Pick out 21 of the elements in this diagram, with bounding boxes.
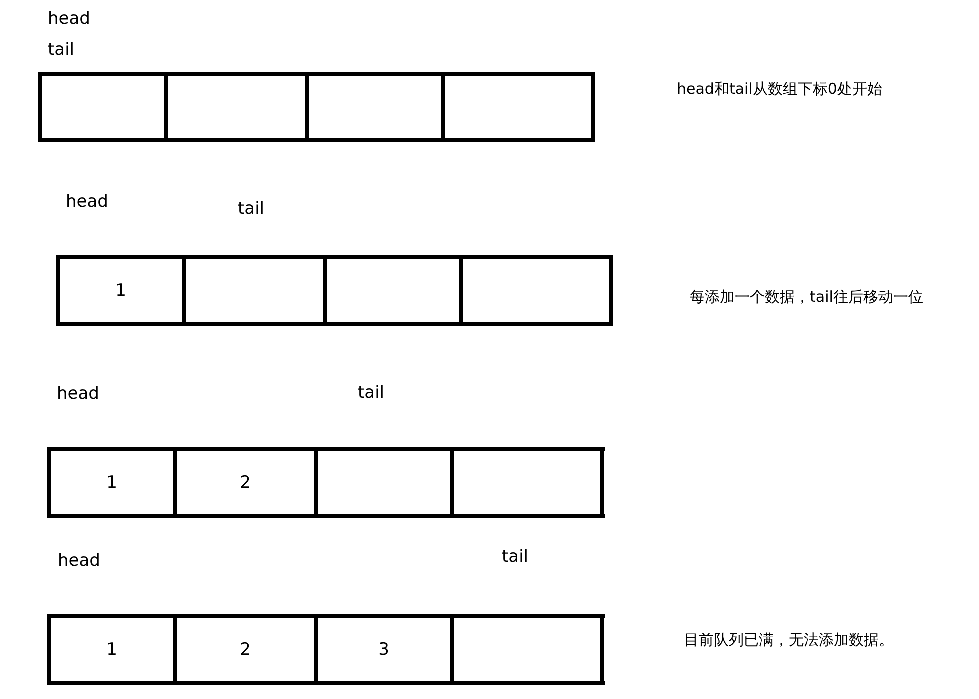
array-bar (47, 447, 605, 518)
pointer-label: head (57, 384, 100, 404)
array-bar (56, 255, 613, 326)
pointer-label: head (66, 192, 108, 212)
note-text: 每添加一个数据，tail往后移动一位 (690, 288, 924, 307)
pointer-label: head (58, 551, 100, 571)
cell-value: 1 (106, 472, 118, 492)
pointer-label: head (48, 9, 90, 29)
pointer-label: tail (48, 40, 75, 60)
cell-value: 1 (116, 280, 126, 300)
cell-value: 1 (106, 640, 118, 660)
pointer-label: tail (238, 199, 265, 219)
array-bar (38, 72, 595, 142)
pointer-label: tail (358, 383, 385, 403)
cell-value: 2 (240, 640, 251, 660)
array-bar (47, 614, 605, 685)
note-text: head和tail从数组下标0处开始 (677, 80, 882, 99)
cell-value: 2 (240, 472, 251, 492)
pointer-label: tail (502, 547, 529, 567)
note-text: 目前队列已满，无法添加数据。 (684, 631, 894, 650)
cell-value: 3 (378, 640, 390, 660)
